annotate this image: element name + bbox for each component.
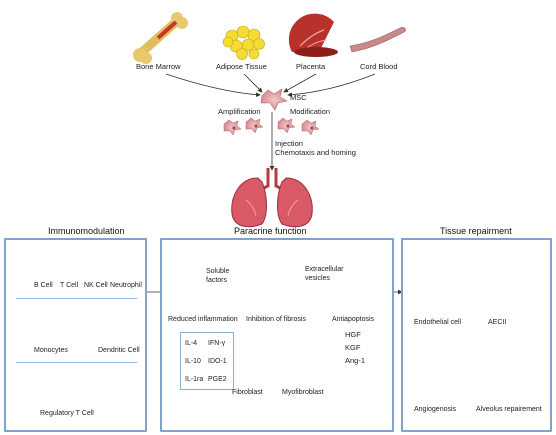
immunomodulation-title: Immunomodulation (48, 226, 125, 236)
soluble-factors-label-1: Soluble (206, 268, 230, 275)
b-cell-label: B Cell (34, 282, 53, 289)
injection-label: Injection (275, 139, 303, 148)
monocytes-label: Monocytes (34, 347, 68, 354)
extracellular-label-2: vesicles (305, 275, 330, 282)
fibroblast-label: Fibroblast (232, 389, 263, 396)
aecii-label: AECII (488, 319, 507, 326)
lungs-icon (231, 168, 313, 228)
cytokine-il10: IL-10 (185, 358, 201, 365)
msc-cell-icon (260, 88, 288, 111)
paracrine-panel (160, 238, 394, 432)
hgf-label: HGF (345, 330, 361, 339)
cytokine-ifn: IFN-γ (208, 340, 226, 347)
dendritic-cell-label: Dendritic Cell (98, 347, 140, 354)
chemotaxis-label: Chemotaxis and homing (275, 148, 356, 157)
modification-label: Modification (290, 107, 331, 116)
cytokine-il1ra: IL-1ra (185, 376, 204, 383)
cytokine-il4: IL-4 (185, 340, 198, 347)
nk-cell-label: NK Cell (84, 282, 108, 289)
myofibroblast-label: Myofibroblast (282, 389, 324, 396)
soluble-factors-label-2: factors (206, 277, 228, 284)
placenta-label: Placenta (296, 62, 326, 71)
paracrine-title: Paracrine function (234, 226, 307, 236)
angiogenesis-label: Angiogenosis (414, 406, 457, 413)
adipose-tissue-label: Adipose Tissue (216, 62, 267, 71)
immunomodulation-divider-1 (16, 298, 137, 300)
endothelial-cell-label: Endothelial cell (414, 319, 462, 326)
tissue-repair-panel (401, 238, 552, 432)
amplification-label: Amplification (218, 107, 261, 116)
cord-blood-label: Cord Blood (360, 62, 398, 71)
adipose-tissue-icon (222, 25, 265, 60)
placenta-icon (288, 13, 338, 57)
cytokine-box (180, 332, 234, 390)
bone-marrow-icon (133, 12, 188, 64)
immunomodulation-panel (4, 238, 147, 432)
antiapoptosis-label: Antiapoptosis (332, 316, 375, 323)
bone-marrow-label: Bone Marrow (136, 62, 181, 71)
amplified-cells-icon (223, 117, 320, 136)
t-cell-label: T Cell (60, 282, 79, 289)
alveolus-repair-label: Alveolus repairement (476, 406, 542, 413)
tissue-repair-title: Tissue repairment (440, 226, 512, 236)
neutrophil-label: Neutrophil (110, 282, 142, 289)
regulatory-t-cell-label: Regulatory T Cell (40, 410, 94, 417)
ang1-label: Ang-1 (345, 356, 366, 365)
reduced-inflammation-label: Reduced inflammation (168, 316, 238, 323)
kgf-label: KGF (345, 343, 361, 352)
msc-label: MSC (290, 93, 307, 102)
cytokine-pge2: PGE2 (208, 376, 227, 383)
inhibition-fibrosis-label: Inhibition of fibrosis (246, 316, 306, 323)
cord-blood-icon (349, 27, 406, 53)
cytokine-ido: IDO-1 (208, 358, 227, 365)
extracellular-label-1: Extracellular (305, 266, 344, 273)
immunomodulation-divider-2 (16, 362, 137, 364)
